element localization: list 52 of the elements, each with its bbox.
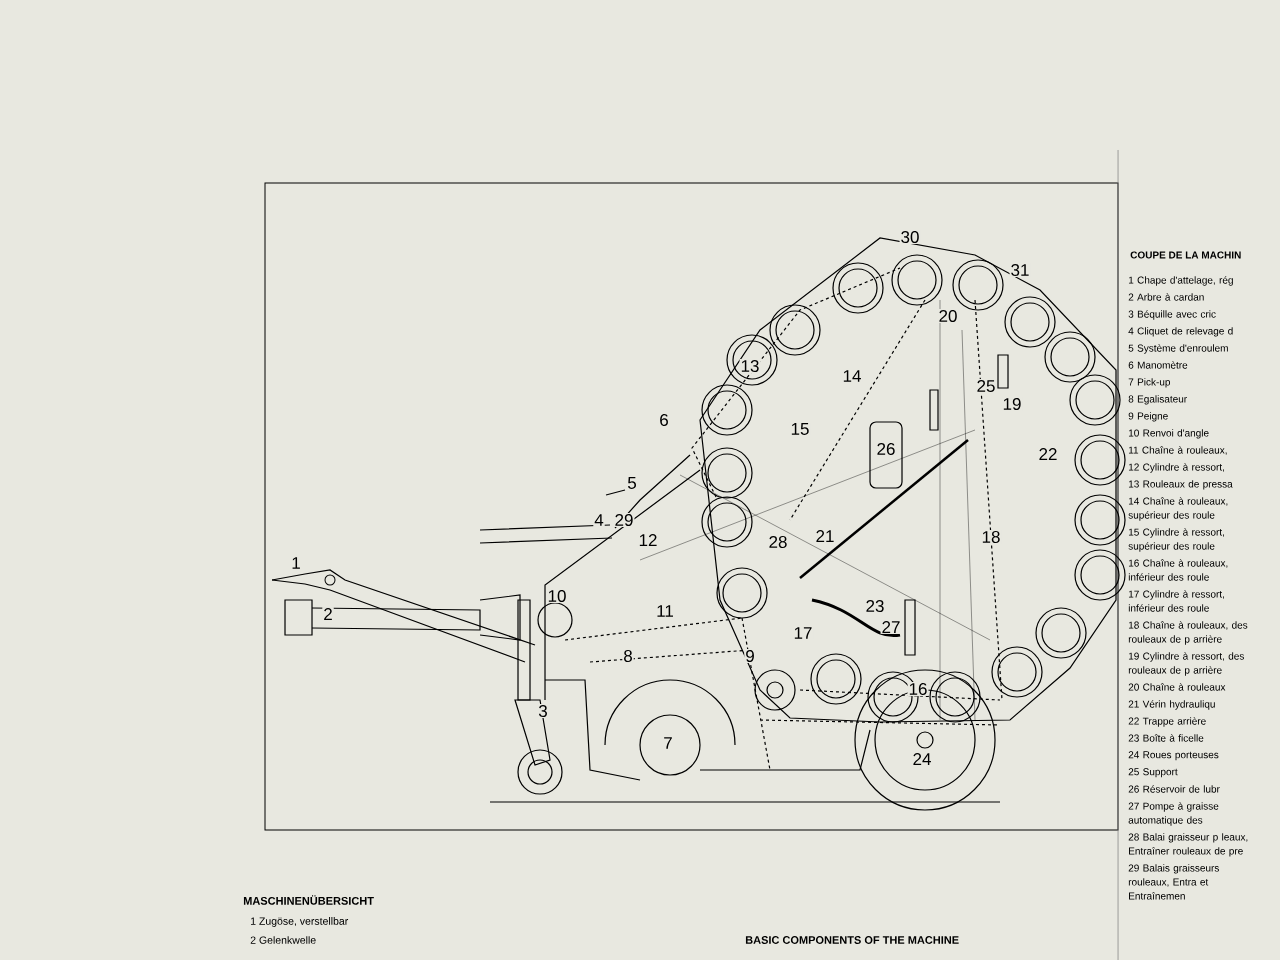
- callout-number: 17: [792, 626, 814, 640]
- section-heading: COUPE DE LA MACHIN: [1130, 251, 1241, 259]
- callout-number: 4: [593, 513, 605, 527]
- section-heading: BASIC COMPONENTS OF THE MACHINE: [745, 936, 959, 944]
- callout-number: 14: [841, 369, 863, 383]
- list-item: 23 Boîte à ficelle: [1128, 734, 1204, 742]
- list-item: 15 Cylindre à ressort, supérieur des roule: [1128, 528, 1224, 552]
- list-item: 10 Renvoi d'angle: [1129, 429, 1209, 439]
- list-item: 12 Cylindre à ressort,: [1129, 463, 1224, 473]
- callout-number: 9: [744, 649, 756, 663]
- list-item: 21 Vérin hydrauliqu: [1128, 700, 1215, 710]
- list-item: 2 Gelenkwelle: [250, 936, 316, 944]
- list-item: 16 Chaîne à rouleaux, inférieur des roule: [1128, 559, 1228, 581]
- list-item: 11 Chaîne à rouleaux,: [1129, 446, 1227, 455]
- list-item: 1 Zugöse, verstellbar: [251, 917, 349, 927]
- list-item: 17 Cylindre à ressort, inférieur des roule: [1128, 590, 1224, 612]
- list-item: 19 Cylindre à ressort, des rouleaux de p arrière: [1128, 652, 1244, 676]
- callout-number: 15: [789, 422, 811, 436]
- list-item: 6 Manomètre: [1128, 361, 1188, 369]
- list-item: 14 Chaîne à rouleaux, supérieur des roule: [1128, 497, 1228, 521]
- list-item: 8 Egalisateur: [1128, 395, 1187, 405]
- list-item: 5 Système d'enroulem: [1128, 344, 1228, 354]
- list-item: 25 Support: [1128, 768, 1178, 778]
- callout-number: 6: [658, 413, 670, 427]
- list-item: 29 Balais graisseurs rouleaux, Entra et Entraînemen: [1128, 864, 1219, 900]
- list-item: 9 Peigne: [1128, 412, 1168, 422]
- callout-number: 2: [322, 607, 334, 621]
- section-heading: MASCHINENÜBERSICHT: [243, 895, 374, 905]
- list-item: 27 Pompe à graisse automatique des: [1128, 802, 1219, 826]
- callout-number: 5: [626, 476, 638, 490]
- callout-number: 24: [911, 752, 933, 766]
- list-item: 18 Chaîne à rouleaux, des rouleaux de p arrière: [1128, 621, 1248, 645]
- callout-number: 3: [537, 704, 549, 718]
- list-item: 13 Rouleaux de pressa: [1129, 480, 1233, 490]
- list-item: 24 Roues porteuses: [1128, 751, 1219, 761]
- callout-number: 8: [622, 649, 634, 663]
- callout-number: 12: [637, 533, 659, 547]
- list-item: 3 Béquille avec cric: [1128, 310, 1216, 320]
- callout-number: 1: [290, 556, 302, 570]
- list-item: 2 Arbre à cardan: [1128, 293, 1204, 301]
- list-item: 20 Chaîne à rouleaux: [1128, 683, 1226, 691]
- callout-number: 21: [814, 529, 836, 543]
- callout-number: 7: [662, 736, 674, 750]
- callout-number: 11: [655, 604, 675, 618]
- callout-number: 27: [880, 620, 902, 634]
- list-item: 22 Trappe arrière: [1128, 717, 1206, 727]
- list-item: 7 Pick-up: [1128, 378, 1170, 388]
- callout-number: 22: [1037, 447, 1059, 461]
- list-item: 1 Chape d'attelage, rég: [1129, 276, 1233, 286]
- list-item: 28 Balai graisseur p leaux, Entraîner rouleaux de pre: [1128, 833, 1248, 857]
- list-item: 26 Réservoir de lubr: [1128, 785, 1220, 793]
- list-item: 4 Cliquet de relevage d: [1128, 327, 1233, 337]
